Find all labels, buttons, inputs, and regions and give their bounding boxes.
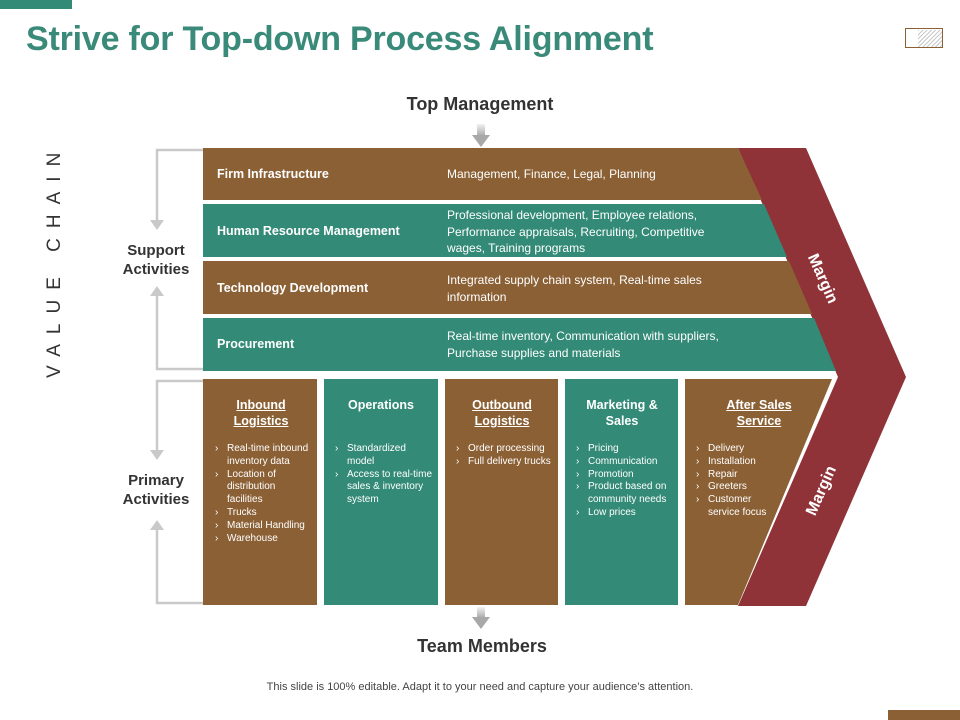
primary-col-title: After Sales Service (726, 398, 792, 428)
support-row-band-technology (203, 261, 812, 314)
bottom-accent-bar (888, 710, 960, 720)
support-row-desc: Real-time inventory, Communication with … (447, 329, 719, 360)
value-chain-label: VALUE CHAIN (44, 142, 65, 378)
support-row-name: Firm Infrastructure (217, 167, 329, 181)
primary-col-item: Access to real-time sales & inventory sy… (333, 469, 433, 507)
primary-col-item: Low prices (574, 507, 676, 520)
top-accent-bar (0, 0, 72, 9)
primary-col-item: Installation (694, 456, 774, 469)
primary-col-list: PricingCommunicationPromotionProduct bas… (574, 443, 676, 520)
primary-col-title: Outbound Logistics (472, 398, 532, 428)
support-row-name: Technology Development (217, 281, 369, 295)
support-row-desc: Management, Finance, Legal, Planning (447, 167, 656, 181)
primary-col-item: Full delivery trucks (454, 456, 552, 469)
primary-col-list: Real-time inbound inventory dataLocation… (213, 443, 311, 545)
page-title: Strive for Top-down Process Alignment (26, 20, 654, 58)
primary-col-item: Delivery (694, 443, 774, 456)
primary-col-title: Marketing & Sales (586, 398, 658, 428)
primary-col-item: Trucks (213, 507, 311, 520)
team-members-heading: Team Members (417, 636, 547, 656)
primary-activities-label: Primary Activities (122, 472, 190, 508)
primary-col-item: Warehouse (213, 533, 311, 546)
primary-col-item: Location of distribution facilities (213, 469, 311, 507)
primary-bracket (155, 379, 203, 605)
margin-chevron (738, 148, 906, 606)
support-activities-label: Support Activities (122, 242, 190, 278)
support-row-band-human-resource (203, 204, 787, 257)
primary-col-item: Standardized model (333, 443, 433, 469)
primary-col-item: Customer service focus (694, 494, 774, 520)
primary-col-item: Communication (574, 456, 676, 469)
top-management-heading: Top Management (406, 94, 554, 114)
primary-col-item: Real-time inbound inventory data (213, 443, 311, 469)
primary-col-title: Operations (348, 398, 414, 412)
primary-col-list: DeliveryInstallationRepairGreetersCustom… (694, 443, 774, 520)
primary-col-item: Promotion (574, 469, 676, 482)
primary-col-title: Inbound Logistics (233, 398, 289, 428)
support-row-desc: Integrated supply chain system, Real-tim… (447, 273, 702, 304)
logo-placeholder (905, 28, 943, 48)
primary-col-item: Greeters (694, 481, 774, 494)
primary-col-list: Standardized modelAccess to real-time sa… (333, 443, 433, 507)
primary-col-item: Order processing (454, 443, 552, 456)
support-bracket (155, 148, 203, 371)
top-down-arrow-icon (472, 124, 490, 147)
support-row-name: Human Resource Management (217, 224, 400, 238)
primary-col-item: Pricing (574, 443, 676, 456)
primary-col-item: Material Handling (213, 520, 311, 533)
primary-col-item: Repair (694, 469, 774, 482)
primary-col-item: Product based on community needs (574, 481, 676, 507)
support-row-name: Procurement (217, 337, 295, 351)
support-row-desc: Professional development, Employee relat… (447, 208, 705, 255)
bracket-arrowheads (150, 220, 164, 530)
support-row-band-procurement (203, 318, 836, 371)
footer-note: This slide is 100% editable. Adapt it to… (266, 681, 694, 693)
primary-col-band-outbound (445, 379, 558, 605)
support-row-band-firm-infrastructure (203, 148, 762, 200)
bottom-down-arrow-icon (472, 607, 490, 629)
primary-col-list: Order processingFull delivery trucks (454, 443, 552, 469)
